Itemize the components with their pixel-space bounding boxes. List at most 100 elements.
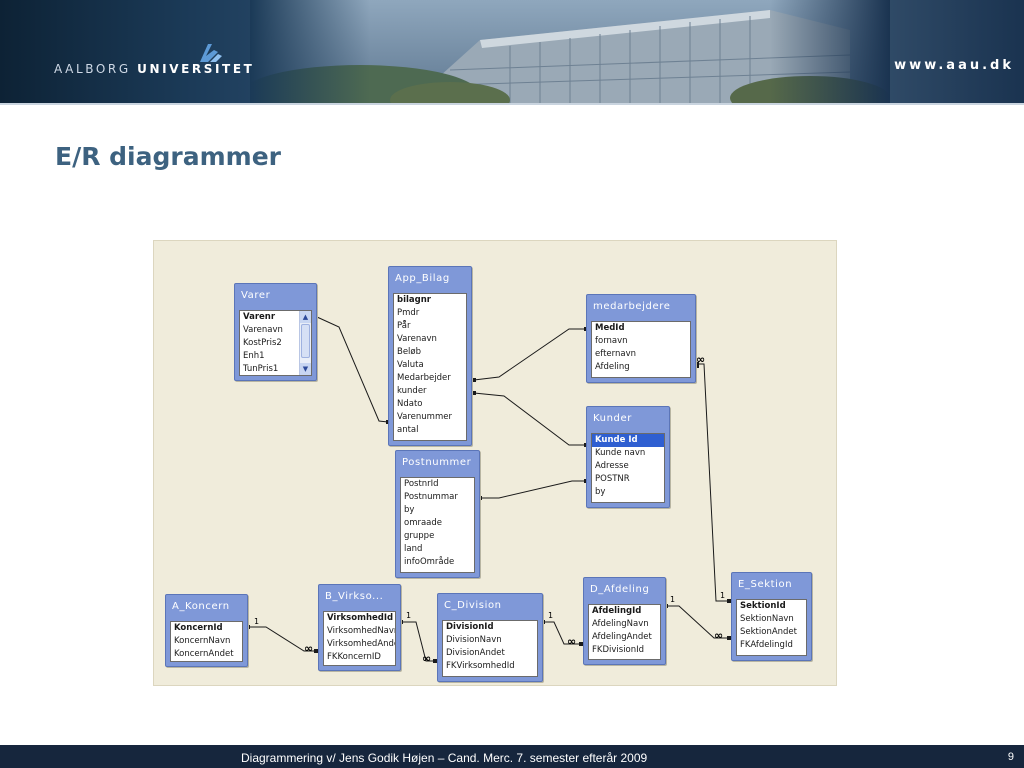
rel-app-bilag-medarbejdere <box>473 328 586 381</box>
scrollbar[interactable]: ▲ ▼ <box>299 311 311 375</box>
field[interactable]: SektionAndet <box>740 627 797 637</box>
field-primary-key[interactable]: KoncernId <box>174 623 223 633</box>
table-title: Kunder <box>593 413 632 424</box>
field-primary-key[interactable]: MedId <box>595 323 625 333</box>
cardinality-one: 1 <box>548 611 554 620</box>
field-list[interactable]: MedId fornavn efternavn Afdeling <box>591 321 691 378</box>
field[interactable]: Kunde navn <box>595 448 646 458</box>
field[interactable]: KoncernNavn <box>174 636 231 646</box>
field[interactable]: antal <box>397 425 419 435</box>
field-list[interactable]: bilagnr Pmdr På̊r Varenavn Beløb Valuta … <box>393 293 467 441</box>
field[interactable]: omraade <box>404 518 443 528</box>
field[interactable]: land <box>404 544 423 554</box>
table-b-virksomhed[interactable]: B_Virkso... VirksomhedId VirksomhedNavn … <box>318 584 401 671</box>
field[interactable]: FKAfdelingId <box>740 640 793 650</box>
cardinality-one: 1 <box>406 611 412 620</box>
table-e-sektion[interactable]: E_Sektion SektionId SektionNavn SektionA… <box>731 572 812 661</box>
field[interactable]: Varenummer <box>397 412 452 422</box>
field[interactable]: Valuta <box>397 360 424 370</box>
field[interactable]: Adresse <box>595 461 629 471</box>
field[interactable]: Medarbejder <box>397 373 451 383</box>
field[interactable]: Beløb <box>397 347 422 357</box>
field[interactable]: KostPris2 <box>243 338 282 348</box>
table-title: B_Virkso... <box>325 591 384 602</box>
field-primary-key[interactable]: DivisionId <box>446 622 494 632</box>
field[interactable]: SektionNavn <box>740 614 794 624</box>
field[interactable]: FKVirksomhedId <box>446 661 515 671</box>
field[interactable]: efternavn <box>595 349 636 359</box>
field[interactable]: FKKoncernID <box>327 652 381 662</box>
field-primary-key[interactable]: AfdelingId <box>592 606 642 616</box>
cardinality-many: ∞ <box>567 635 577 648</box>
cardinality-many: ∞ <box>696 353 706 366</box>
field[interactable]: by <box>595 487 606 497</box>
field[interactable]: POSTNR <box>595 474 630 484</box>
table-c-division[interactable]: C_Division DivisionId DivisionNavn Divis… <box>437 593 543 682</box>
table-title: D_Afdeling <box>590 584 650 595</box>
scroll-down-icon[interactable]: ▼ <box>300 363 311 375</box>
field-primary-key[interactable]: PostnrId <box>404 479 439 489</box>
campus-building-photo <box>250 0 890 103</box>
field-list[interactable]: DivisionId DivisionNavn DivisionAndet FK… <box>442 620 538 677</box>
field-primary-key[interactable]: VirksomhedId <box>327 613 394 623</box>
field[interactable]: AfdelingNavn <box>592 619 649 629</box>
field[interactable]: AfdelingAndet <box>592 632 652 642</box>
field[interactable]: DivisionNavn <box>446 635 502 645</box>
header-divider <box>0 103 1024 105</box>
field[interactable]: Pmdr <box>397 308 420 318</box>
rel-c-d <box>543 621 581 645</box>
table-d-afdeling[interactable]: D_Afdeling AfdelingId AfdelingNavn Afdel… <box>583 577 666 665</box>
er-diagram: ∞ 1 1 ∞ 1 ∞ 1 ∞ 1 ∞ Varer Varenr Varenav… <box>153 240 837 686</box>
field-list[interactable]: Kunde Id Kunde navn Adresse POSTNR by <box>591 433 665 503</box>
table-varer[interactable]: Varer Varenr Varenavn KostPris2 Enh1 Tun… <box>234 283 317 381</box>
cardinality-many: ∞ <box>422 652 432 665</box>
field[interactable]: infoOmråde <box>404 557 455 567</box>
field[interactable]: På̊r <box>397 321 411 331</box>
table-kunder[interactable]: Kunder Kunde Id Kunde navn Adresse POSTN… <box>586 406 670 508</box>
rel-varer-app-bilag <box>316 316 389 423</box>
table-app-bilag[interactable]: App_Bilag bilagnr Pmdr På̊r Varenavn Bel… <box>388 266 472 446</box>
field-primary-key-selected[interactable]: Kunde Id <box>592 434 664 447</box>
field-list[interactable]: AfdelingId AfdelingNavn AfdelingAndet FK… <box>588 604 661 660</box>
field[interactable]: DivisionAndet <box>446 648 505 658</box>
table-medarbejdere[interactable]: medarbejdere MedId fornavn efternavn Afd… <box>586 294 696 383</box>
field[interactable]: KoncernAndet <box>174 649 234 659</box>
logo-part-aalborg: AALBORG <box>54 62 131 76</box>
field[interactable]: FKDivisionId <box>592 645 645 655</box>
footer-text: Diagrammering v/ Jens Godik Højen – Cand… <box>241 751 648 765</box>
field[interactable]: VirksomhedAndet <box>327 639 395 649</box>
cardinality-one: 1 <box>254 617 260 626</box>
page-number: 9 <box>1007 751 1014 763</box>
field-primary-key[interactable]: Varenr <box>243 312 276 322</box>
field-list[interactable]: KoncernId KoncernNavn KoncernAndet <box>170 621 243 662</box>
table-title: Postnummer <box>402 457 472 468</box>
field[interactable]: gruppe <box>404 531 435 541</box>
header-banner: AALBORG UNIVERSITET www.aau.dk <box>0 0 1024 103</box>
field-primary-key[interactable]: SektionId <box>740 601 786 611</box>
field[interactable]: Enh1 <box>243 351 265 361</box>
rel-postnummer-kunder <box>480 480 586 499</box>
scroll-up-icon[interactable]: ▲ <box>300 311 311 323</box>
field-list[interactable]: SektionId SektionNavn SektionAndet FKAfd… <box>736 599 807 656</box>
website-url: www.aau.dk <box>894 58 1014 73</box>
field-list[interactable]: VirksomhedId VirksomhedNavn VirksomhedAn… <box>323 611 396 666</box>
table-a-koncern[interactable]: A_Koncern KoncernId KoncernNavn KoncernA… <box>165 594 248 667</box>
logo-part-universitet: UNIVERSITET <box>137 62 255 76</box>
field[interactable]: VirksomhedNavn <box>327 626 395 636</box>
field-list[interactable]: Varenr Varenavn KostPris2 Enh1 TunPris1 … <box>239 310 312 376</box>
scroll-thumb[interactable] <box>301 324 310 358</box>
field[interactable]: Afdeling <box>595 362 630 372</box>
field[interactable]: Varenavn <box>243 325 283 335</box>
field[interactable]: by <box>404 505 415 515</box>
field[interactable]: Varenavn <box>397 334 437 344</box>
field-primary-key[interactable]: bilagnr <box>397 295 431 305</box>
field[interactable]: fornavn <box>595 336 628 346</box>
field[interactable]: Ndato <box>397 399 423 409</box>
table-postnummer[interactable]: Postnummer PostnrId Postnummar by omraad… <box>395 450 480 578</box>
field[interactable]: Postnummar <box>404 492 458 502</box>
field-list[interactable]: PostnrId Postnummar by omraade gruppe la… <box>400 477 475 573</box>
field[interactable]: kunder <box>397 386 427 396</box>
field[interactable]: TunPris1 <box>243 364 279 374</box>
table-title: Varer <box>241 290 271 301</box>
table-title: App_Bilag <box>395 273 450 284</box>
